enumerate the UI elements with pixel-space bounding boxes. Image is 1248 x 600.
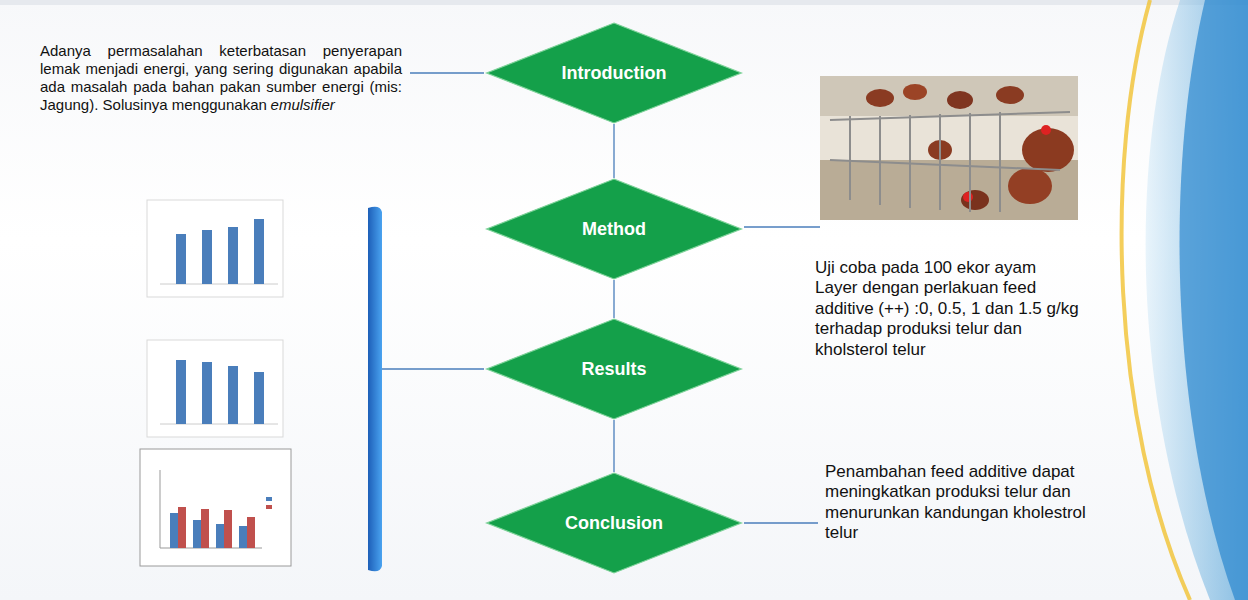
node-title: Conclusion (565, 513, 663, 534)
decision-diamond: Results (484, 318, 744, 420)
wave-stripe (1122, 0, 1190, 600)
text-block: Adanya permasalahan keterbatasan penyera… (40, 42, 402, 114)
note-text: Penambahan feed additive dapat meningkat… (825, 462, 1086, 542)
text-block: Uji coba pada 100 ekor ayam Layer dengan… (815, 258, 1080, 360)
wave (1146, 0, 1248, 600)
top-band (0, 0, 1248, 5)
leader-line (744, 522, 818, 523)
connector-line (614, 280, 615, 318)
bar-chart (147, 200, 283, 297)
leader-line (378, 368, 484, 369)
decision-diamond: Method (484, 178, 744, 280)
bar-chart (140, 449, 291, 566)
text-block: Penambahan feed additive dapat meningkat… (825, 462, 1100, 544)
connector-line (614, 124, 615, 178)
node-title: Introduction (562, 63, 667, 84)
chicken-photo (820, 76, 1078, 220)
note-text: emulsifier (271, 96, 335, 113)
note-text: Adanya permasalahan keterbatasan penyera… (40, 42, 402, 113)
leader-line (744, 226, 820, 227)
wave (1180, 0, 1248, 600)
leader-line (410, 72, 484, 73)
note-text: Uji coba pada 100 ekor ayam Layer dengan… (815, 258, 1079, 359)
decision-diamond: Introduction (484, 22, 744, 124)
bar-chart (147, 340, 283, 437)
decision-diamond: Conclusion (484, 472, 744, 574)
node-title: Method (582, 219, 646, 240)
node-title: Results (581, 359, 646, 380)
connector-line (614, 420, 615, 472)
bracket (368, 207, 382, 572)
